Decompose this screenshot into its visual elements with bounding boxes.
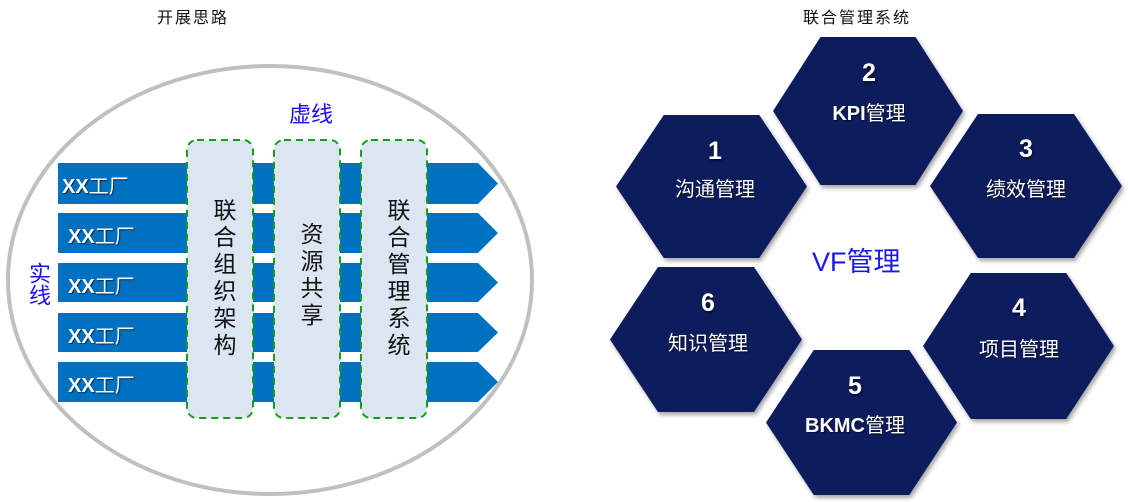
factory-label: XX工厂	[62, 174, 129, 198]
center-label: VF管理	[812, 247, 901, 278]
column-box-mgmt	[360, 139, 428, 419]
column-label-resource: 资源共享	[296, 222, 322, 330]
right-panel-title: 联合管理系统	[803, 8, 912, 27]
hexagon-shape	[610, 267, 802, 412]
hexagon-shape	[773, 37, 963, 185]
hexagon-group	[610, 37, 1122, 495]
factory-label: XX工厂	[68, 324, 135, 348]
hexagon-shape	[766, 350, 957, 495]
solid-line-label: 实线	[25, 262, 50, 306]
hexagon-number: 3	[1019, 135, 1033, 163]
hexagon-label: 知识管理	[668, 331, 748, 355]
hexagon-number: 4	[1012, 294, 1026, 322]
hexagon-number: 2	[862, 59, 876, 87]
hexagon-number: 1	[708, 137, 722, 165]
hexagon-label: 绩效管理	[986, 177, 1066, 201]
hexagon-shape	[923, 273, 1114, 419]
factory-label: XX工厂	[68, 224, 135, 248]
hexagon-label: 项目管理	[979, 337, 1059, 361]
hexagon-shape	[616, 115, 807, 258]
hexagon-number: 5	[848, 372, 862, 400]
column-label-org: 联合组织架构	[209, 198, 235, 360]
hexagon-label: 沟通管理	[675, 177, 755, 201]
column-label-mgmt: 联合管理系统	[383, 198, 409, 360]
hexagon-label: BKMC管理	[805, 413, 905, 437]
hexagon-label: KPI管理	[832, 101, 906, 125]
virtual-line-label: 虚线	[289, 103, 334, 128]
column-box-resource	[273, 139, 341, 419]
column-box-org	[186, 139, 254, 419]
hexagon-number: 6	[701, 289, 715, 317]
left-panel-title: 开展思路	[157, 8, 230, 27]
factory-label: XX工厂	[68, 274, 135, 298]
hexagon-shape	[930, 114, 1122, 258]
factory-label: XX工厂	[68, 373, 135, 397]
